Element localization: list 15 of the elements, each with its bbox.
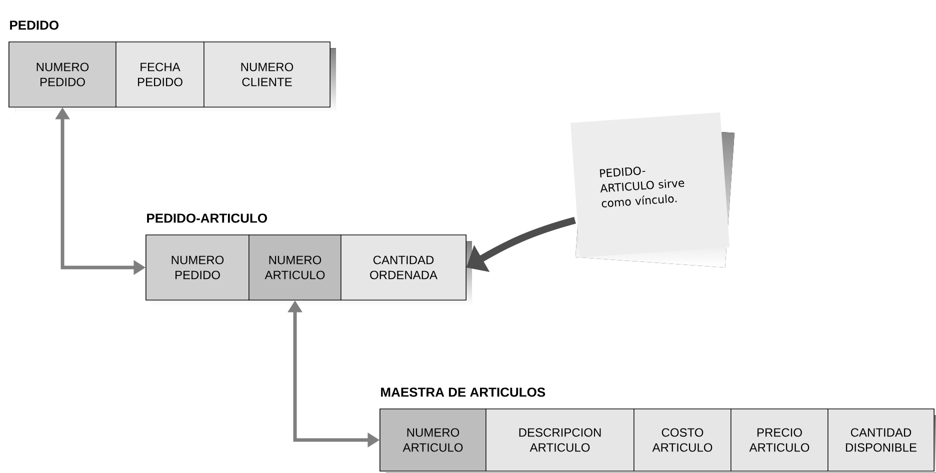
sticky-note: PEDIDO-ARTICULO sirve como vínculo. — [570, 112, 735, 268]
table-cell: CANTIDAD ORDENADA — [340, 234, 466, 300]
table-title: MAESTRA DE ARTICULOS — [381, 388, 546, 397]
table-cell: NUMERO PEDIDO — [8, 42, 116, 108]
table-cell: PRECIO ARTICULO — [730, 408, 828, 472]
table-cell: CANTIDAD DISPONIBLE — [828, 408, 934, 472]
table-cell: DESCRIPCION ARTICULO — [486, 408, 634, 472]
table-cell: NUMERO CLIENTE — [204, 42, 330, 108]
table-cell: NUMERO PEDIDO — [146, 234, 250, 300]
table-title: PEDIDO — [10, 20, 58, 30]
table-title: PEDIDO-ARTICULO — [147, 214, 267, 223]
table-cell: NUMERO ARTICULO — [248, 234, 342, 300]
table-cell: NUMERO ARTICULO — [380, 408, 486, 472]
table-cell: COSTO ARTICULO — [634, 408, 732, 472]
table-cell: FECHA PEDIDO — [116, 42, 204, 108]
